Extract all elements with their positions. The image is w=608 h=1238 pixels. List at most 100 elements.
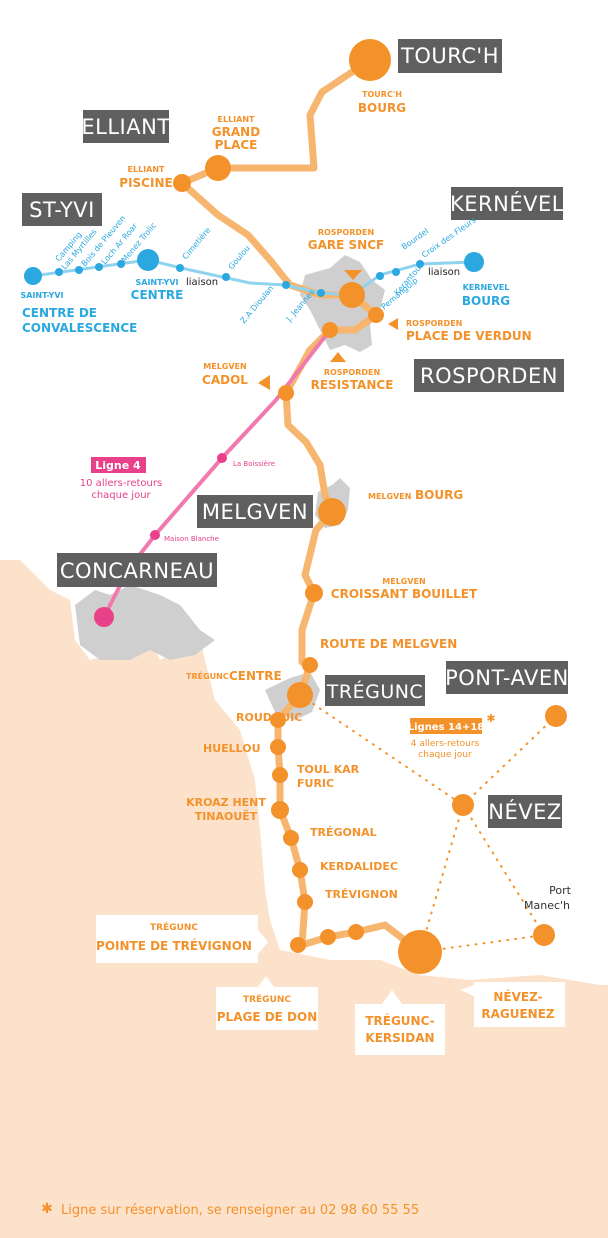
svg-text:✱: ✱ [41, 1201, 53, 1217]
stop-tregonal [283, 830, 299, 846]
lignes1418-legend: Lignes 14+18 ✱ 4 allers-retours chaque j… [408, 712, 496, 760]
blue-styvi-line [32, 258, 475, 297]
stop-port-manech [533, 924, 555, 946]
svg-text:KROAZ HENT: KROAZ HENT [186, 796, 266, 809]
svg-text:10 allers-retours: 10 allers-retours [80, 478, 162, 489]
svg-text:SAINT-YVI: SAINT-YVI [20, 291, 63, 300]
svg-text:TOURC'H: TOURC'H [362, 90, 402, 99]
svg-text:FURIC: FURIC [297, 777, 334, 790]
svg-text:La Boissière: La Boissière [233, 460, 275, 468]
svg-text:CENTRE: CENTRE [229, 669, 282, 683]
svg-text:Port: Port [549, 884, 571, 897]
town-elliant: ELLIANT [81, 115, 170, 139]
svg-text:TOUL KAR: TOUL KAR [297, 763, 360, 776]
town-pontaven: PONT-AVEN [445, 666, 569, 690]
stop-route-melgven [302, 657, 318, 673]
town-nevez: NÉVEZ [488, 799, 562, 824]
svg-text:KERDALIDEC: KERDALIDEC [320, 860, 398, 873]
svg-text:Goulou: Goulou [227, 244, 252, 272]
stop-pointe-trevignon [290, 937, 306, 953]
svg-text:4 allers-retours: 4 allers-retours [411, 739, 480, 749]
svg-text:SAINT-YVI: SAINT-YVI [135, 278, 178, 287]
svg-text:BOURG: BOURG [358, 101, 406, 115]
svg-text:ROSPORDEN: ROSPORDEN [406, 319, 462, 328]
svg-text:CENTRE: CENTRE [131, 288, 184, 302]
stop-kroaz [271, 801, 289, 819]
svg-text:ELLIANT: ELLIANT [218, 115, 256, 124]
svg-text:KERNEVEL: KERNEVEL [463, 283, 510, 292]
town-kernevel: KERNÉVEL [450, 191, 564, 216]
svg-text:BOURG: BOURG [462, 294, 510, 308]
svg-text:PLACE DE VERDUN: PLACE DE VERDUN [406, 329, 532, 343]
svg-text:PISCINE: PISCINE [119, 176, 172, 190]
blue-stops [24, 249, 484, 297]
stop-huellou [270, 739, 286, 755]
stop-nevez [452, 794, 474, 816]
svg-text:Cimetière: Cimetière [180, 225, 213, 261]
svg-text:MELGVEN: MELGVEN [382, 577, 425, 586]
stop-elliant-piscine [173, 174, 191, 192]
stop-toul-kar [272, 767, 288, 783]
orange-labels: TOURC'H BOURG ELLIANT GRAND PLACE ELLIAN… [119, 90, 531, 901]
svg-text:TRÉGUNC: TRÉGUNC [150, 921, 198, 933]
stop-tregunc-centre [287, 682, 313, 708]
svg-text:liaison: liaison [428, 267, 460, 278]
sea-inlet [0, 560, 30, 720]
svg-text:Lignes 14+18: Lignes 14+18 [408, 722, 485, 733]
town-styvi: ST-YVI [29, 198, 95, 222]
svg-text:CENTRE DE: CENTRE DE [22, 306, 97, 320]
stop-don-2 [348, 924, 364, 940]
svg-text:Manec'h: Manec'h [524, 899, 570, 912]
stop-rosporden-gare [339, 282, 365, 308]
svg-text:PLAGE DE DON: PLAGE DE DON [217, 1010, 318, 1024]
svg-text:ROSPORDEN: ROSPORDEN [324, 368, 380, 377]
stop-croissant [305, 584, 323, 602]
stop-la-boissiere [217, 453, 227, 463]
svg-text:✱: ✱ [486, 712, 495, 725]
stop-trevignon [297, 894, 313, 910]
svg-text:HUELLOU: HUELLOU [203, 742, 261, 755]
blue-labels: SAINT-YVI CENTRE DE CONVALESCENCE SAINT-… [20, 214, 510, 335]
svg-text:TRÉGUNC: TRÉGUNC [186, 670, 229, 681]
svg-text:ELLIANT: ELLIANT [128, 165, 166, 174]
svg-text:CONVALESCENCE: CONVALESCENCE [22, 321, 137, 335]
svg-text:Z.A Dioulan: Z.A Dioulan [239, 284, 276, 325]
stop-kernevel-bourg [464, 252, 484, 272]
svg-text:KERSIDAN: KERSIDAN [365, 1031, 434, 1045]
svg-text:CADOL: CADOL [202, 373, 248, 387]
stop-saint-yvi-centre [137, 249, 159, 271]
stop-convalescence [24, 267, 42, 285]
svg-text:GARE SNCF: GARE SNCF [308, 238, 384, 252]
orange-stops [173, 39, 567, 974]
stop-melgven-cadol [278, 385, 294, 401]
svg-text:Maison Blanche: Maison Blanche [164, 535, 219, 543]
svg-text:RESISTANCE: RESISTANCE [311, 378, 394, 392]
svg-text:Pemanguip: Pemanguip [380, 276, 420, 312]
stop-kerdalidec [292, 862, 308, 878]
orange-main-line [178, 57, 423, 955]
svg-text:POINTE DE TRÉVIGNON: POINTE DE TRÉVIGNON [96, 938, 252, 953]
svg-text:ROSPORDEN: ROSPORDEN [318, 228, 374, 237]
stop-concarneau [94, 607, 114, 627]
svg-text:NÉVEZ-: NÉVEZ- [493, 989, 542, 1004]
svg-text:MELGVEN: MELGVEN [368, 492, 411, 501]
arrow-markers [258, 270, 398, 390]
svg-text:TRÉGUNC: TRÉGUNC [243, 993, 291, 1005]
svg-text:CROISSANT BOUILLET: CROISSANT BOUILLET [331, 587, 478, 601]
ligne4-legend: Ligne 4 10 allers-retours chaque jour La… [80, 457, 275, 543]
town-concarneau: CONCARNEAU [60, 559, 214, 583]
stop-melgven-bourg [318, 498, 346, 526]
svg-text:MELGVEN: MELGVEN [203, 362, 246, 371]
stop-rosporden-verdun [368, 307, 384, 323]
svg-text:PLACE: PLACE [215, 138, 258, 152]
svg-text:ROUTE DE MELGVEN: ROUTE DE MELGVEN [320, 637, 457, 651]
sea-labels: TRÉGUNC POINTE DE TRÉVIGNON TRÉGUNC PLAG… [96, 884, 572, 1055]
town-boxes: TOURC'H ELLIANT ST-YVI KERNÉVEL ROSPORDE… [22, 39, 569, 828]
svg-text:GRAND: GRAND [212, 125, 260, 139]
svg-text:Ligne sur réservation, se rens: Ligne sur réservation, se renseigner au … [61, 1203, 419, 1218]
svg-text:chaque jour: chaque jour [418, 750, 472, 760]
footnote: ✱ Ligne sur réservation, se renseigner a… [41, 1201, 419, 1218]
svg-text:BOURG: BOURG [415, 488, 463, 502]
sea-area [0, 508, 608, 1238]
